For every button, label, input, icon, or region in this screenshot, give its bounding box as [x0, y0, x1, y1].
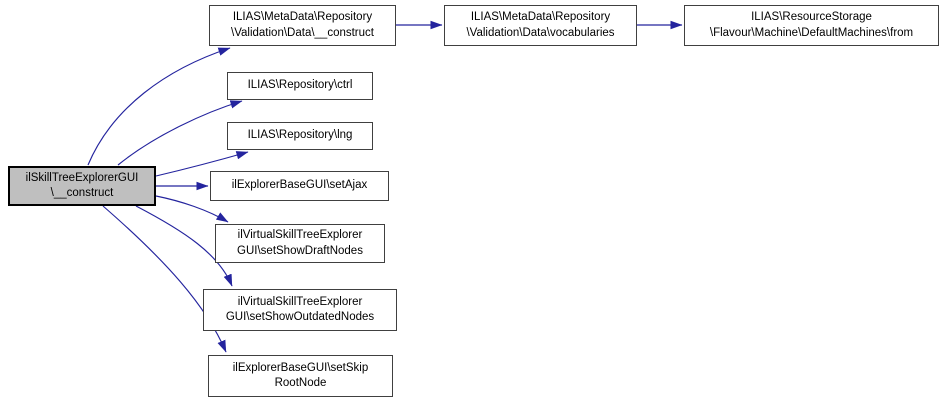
- edge-main-to-md-construct: [87, 47, 231, 166]
- node-label: ILIAS\Repository\lng: [247, 129, 353, 142]
- node-setshowdraftnodes[interactable]: ilVirtualSkillTreeExplorer GUI\setShowDr…: [215, 224, 385, 263]
- edge-main-to-setshowdraftnodes: [155, 195, 229, 223]
- edge-main-to-ctrl: [117, 100, 243, 166]
- node-ilskilltreeexplorergui-construct: ilSkillTreeExplorerGUI \__construct: [8, 166, 156, 206]
- node-ilias-repository-ctrl[interactable]: ILIAS\Repository\ctrl: [227, 72, 373, 100]
- node-ilexplorerbasegui-setajax[interactable]: ilExplorerBaseGUI\setAjax: [210, 171, 389, 201]
- node-setshowoutdatednodes[interactable]: ilVirtualSkillTreeExplorer GUI\setShowOu…: [203, 289, 397, 331]
- edge-main-to-setskiprootnode: [102, 205, 227, 353]
- node-ilias-repository-lng[interactable]: ILIAS\Repository\lng: [227, 122, 373, 150]
- node-label: ilVirtualSkillTreeExplorer GUI\setShowOu…: [225, 295, 375, 324]
- node-label: ILIAS\Repository\ctrl: [247, 79, 353, 92]
- node-label: ILIAS\MetaData\Repository \Validation\Da…: [231, 11, 374, 39]
- edge-main-to-setshowoutdatednodes: [135, 205, 233, 287]
- node-label: ILIAS\MetaData\Repository \Validation\Da…: [466, 11, 615, 39]
- node-label: ilVirtualSkillTreeExplorer GUI\setShowDr…: [237, 229, 363, 257]
- edge-main-to-lng: [155, 151, 249, 177]
- node-metadata-validation-data-vocabularies[interactable]: ILIAS\MetaData\Repository \Validation\Da…: [444, 5, 637, 46]
- node-label: ilExplorerBaseGUI\setAjax: [231, 179, 368, 192]
- node-resourcestorage-defaultmachines-from[interactable]: ILIAS\ResourceStorage \Flavour\Machine\D…: [684, 5, 939, 46]
- node-label: ilExplorerBaseGUI\setSkip RootNode: [232, 361, 369, 390]
- node-setskiprootnode[interactable]: ilExplorerBaseGUI\setSkip RootNode: [208, 355, 393, 397]
- node-label: ilSkillTreeExplorerGUI \__construct: [25, 171, 139, 200]
- node-metadata-validation-data-construct[interactable]: ILIAS\MetaData\Repository \Validation\Da…: [209, 5, 396, 46]
- node-label: ILIAS\ResourceStorage \Flavour\Machine\D…: [709, 11, 914, 39]
